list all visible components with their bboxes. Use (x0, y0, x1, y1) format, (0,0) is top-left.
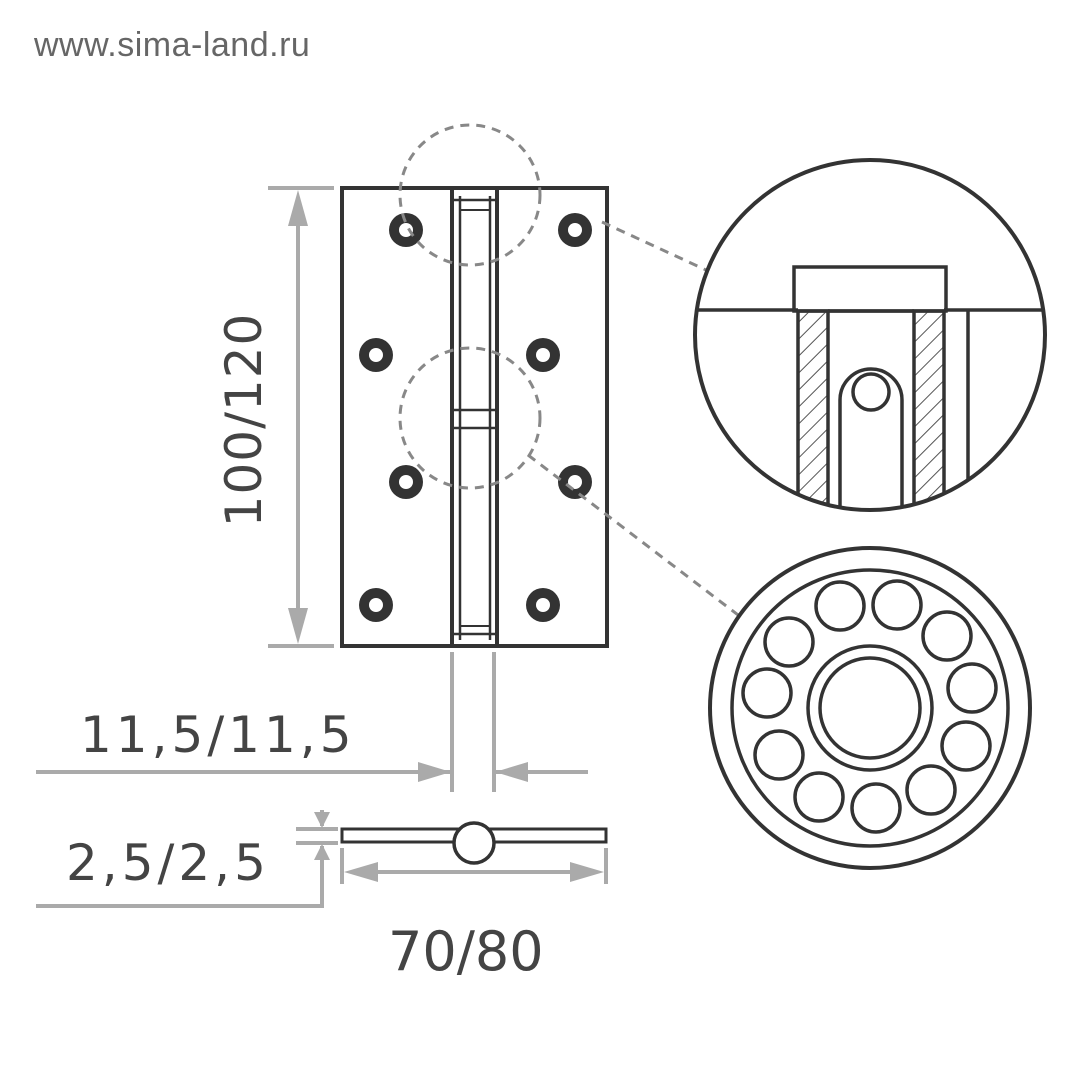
bearing-section-detail (693, 158, 1047, 512)
callout-circle-top (398, 123, 542, 267)
leader-line-top (601, 220, 707, 272)
screw-hole (359, 338, 393, 372)
thickness-dimension-label: 2,5/2,5 (66, 834, 270, 892)
screw-hole (526, 588, 560, 622)
knuckle-dimension-label: 11,5/11,5 (80, 706, 356, 764)
width-dimension-label: 70/80 (388, 920, 544, 983)
hinge-right-leaf (495, 186, 609, 648)
height-dimension (268, 186, 334, 648)
screw-hole (558, 465, 592, 499)
thickness-dimension (36, 810, 338, 908)
callout-circle-middle (398, 346, 542, 490)
knuckle-dimension (36, 652, 588, 792)
hinge-knuckle (450, 186, 499, 648)
screw-hole (389, 465, 423, 499)
screw-hole (526, 338, 560, 372)
width-dimension (340, 848, 608, 884)
hinge-side-profile (340, 821, 608, 865)
site-url: www.sima-land.ru (34, 26, 311, 64)
ball-bearing-detail (708, 546, 1032, 870)
screw-hole (359, 588, 393, 622)
hinge-front-view (340, 186, 609, 648)
screw-holes (359, 213, 592, 622)
detail-callouts (398, 123, 743, 620)
bearing-balls (741, 579, 998, 834)
screw-hole (558, 213, 592, 247)
leader-line-bottom (527, 453, 743, 620)
height-dimension-label: 100/120 (215, 312, 273, 528)
screw-hole (389, 213, 423, 247)
